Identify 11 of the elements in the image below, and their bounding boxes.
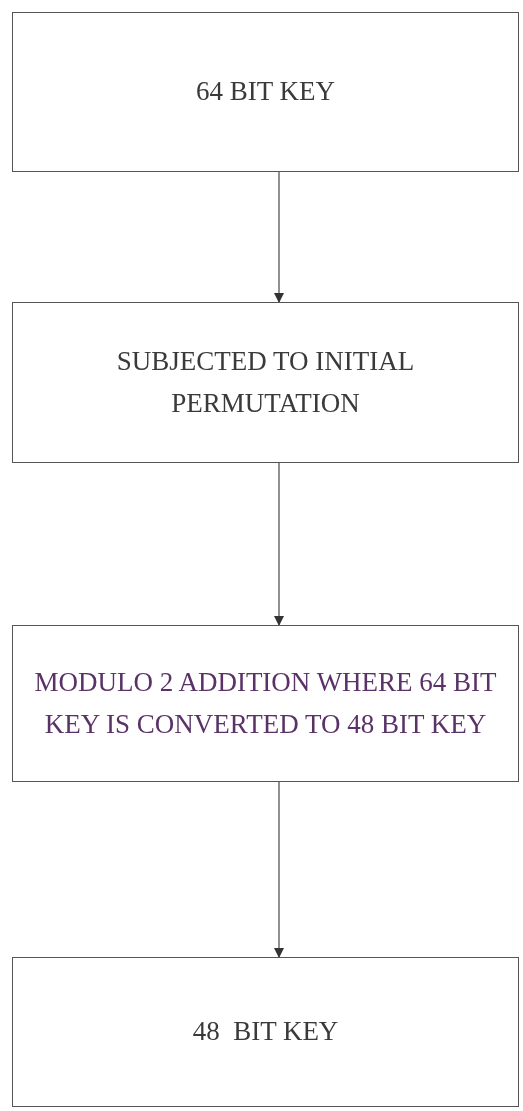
process-box — [12, 957, 519, 1107]
box-label: 64 BIT KEY — [196, 75, 335, 109]
process-box — [12, 625, 519, 782]
box-label: SUBJECTED TO INITIAL PERMUTATION — [115, 344, 416, 420]
arrow — [274, 171, 284, 303]
process-box — [12, 12, 519, 172]
box-label: MODULO 2 ADDITION WHERE 64 BIT KEY IS CONVERTED TO 48 BIT KEY — [33, 665, 498, 741]
box-label: 48 BIT KEY — [192, 1015, 339, 1049]
arrow — [274, 462, 284, 626]
process-box — [12, 302, 519, 463]
arrow — [274, 781, 284, 958]
